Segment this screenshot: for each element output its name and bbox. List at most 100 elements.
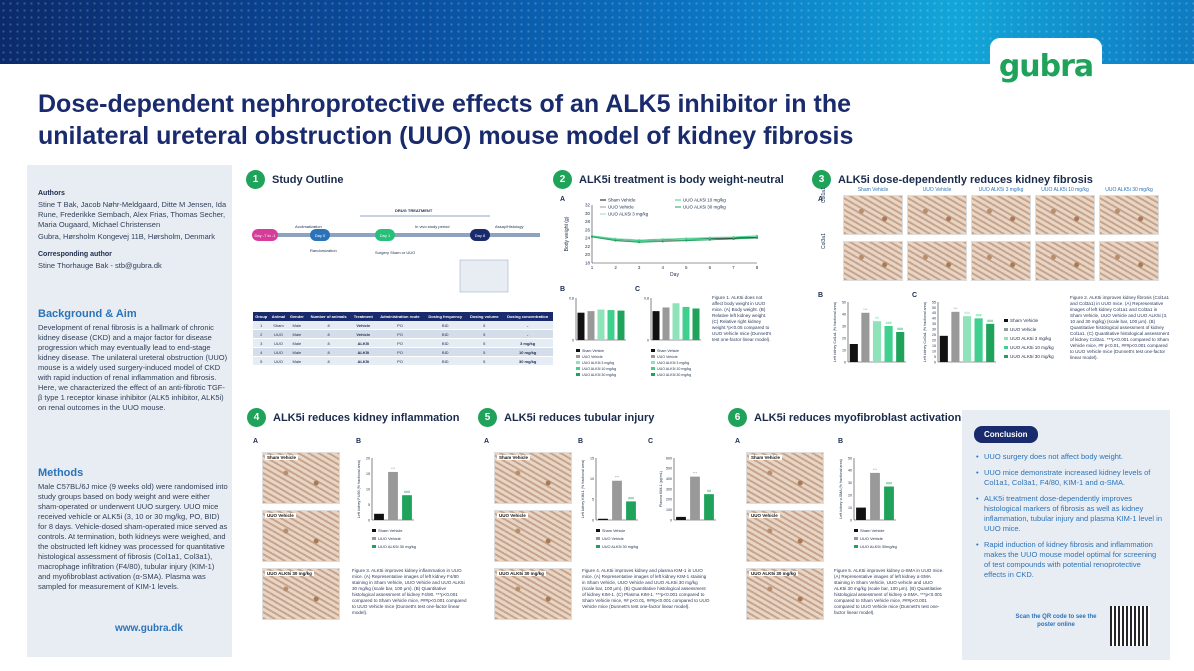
- table-cell: ALK5i: [350, 347, 376, 357]
- y-tick-label: 55: [932, 300, 936, 304]
- y-tick-label: 30: [585, 211, 591, 216]
- y-tick-label: 400: [666, 477, 672, 481]
- x-tick-label: 2: [614, 265, 617, 270]
- significance-label: ##: [707, 489, 711, 493]
- x-axis-label: Day: [670, 272, 679, 278]
- y-tick-label: 0.8: [569, 296, 574, 300]
- legend-entry: Sham Vehicle: [582, 349, 604, 353]
- table-cell: Male: [287, 329, 307, 339]
- table-cell: 5: [466, 329, 503, 339]
- y-tick-label: 10: [848, 506, 852, 510]
- significance-label: ###: [628, 496, 634, 500]
- timeline-acclim: Acclimatization: [295, 224, 322, 229]
- table-cell: PO: [375, 321, 425, 330]
- histology-image: UUO ALK5i 30 mg/kg: [262, 568, 340, 620]
- column-header: Dosing volume: [466, 312, 503, 321]
- bar: [662, 307, 670, 340]
- panel-label: A: [484, 438, 490, 445]
- table-cell: ALK5i: [350, 356, 376, 366]
- y-tick-label: 0: [592, 518, 594, 522]
- column-header: Dosing concentration: [502, 312, 553, 321]
- bar: [939, 335, 948, 362]
- table-cell: 5: [466, 347, 503, 357]
- y-tick-label: 10: [932, 349, 936, 353]
- y-tick-label: 15: [590, 456, 594, 460]
- methods-block: Methods Male C57BL/6J mice (9 weeks old)…: [38, 467, 228, 592]
- legend-swatch: [576, 367, 580, 370]
- x-tick-label: 5: [685, 265, 688, 270]
- bar: [374, 513, 384, 520]
- table-cell: UUO: [269, 356, 288, 366]
- histology-image: Sham Vehicle: [746, 452, 824, 504]
- bar: [849, 344, 858, 362]
- y-tick-label: 100: [666, 508, 672, 512]
- significance-label: ###: [897, 327, 903, 331]
- bar: [626, 501, 636, 520]
- bar: [870, 472, 880, 520]
- bar: [856, 507, 866, 520]
- y-tick-label: 20: [842, 336, 846, 340]
- series-line: [591, 235, 758, 242]
- website-link[interactable]: www.gubra.dk: [115, 623, 183, 634]
- bar: [672, 303, 680, 340]
- x-tick-label: 3: [638, 265, 641, 270]
- y-tick-label: 15: [366, 472, 370, 476]
- legend-entry: Sham Vehicle: [378, 528, 403, 533]
- y-tick-label: 30: [848, 481, 852, 485]
- legend-entry: UUO Vehicle: [608, 205, 634, 210]
- legend-entry: Sham Vehicle: [602, 529, 625, 533]
- histology-image: [971, 195, 1031, 235]
- table-cell: BID: [424, 356, 467, 366]
- data-point: [685, 237, 688, 240]
- table-cell: -: [502, 321, 553, 330]
- figure-5-caption: Figure 5. ALK5i improves kidney α-SMA in…: [834, 568, 944, 615]
- legend-swatch: [1004, 346, 1008, 349]
- y-tick-label: 50: [848, 456, 852, 460]
- data-point: [756, 236, 758, 239]
- list-item: UUO mice demonstrate increased kidney le…: [976, 468, 1164, 488]
- y-tick-label: 0: [934, 360, 936, 364]
- qr-text: Scan the QR code to see the poster onlin…: [1015, 614, 1097, 628]
- table-cell: Male: [287, 321, 307, 330]
- legend-entry: UUO ALK5i 10 mg/kg: [657, 367, 691, 371]
- qr-code[interactable]: [1110, 606, 1150, 646]
- column-header: Gender: [287, 312, 307, 321]
- column-header: Animal: [269, 312, 288, 321]
- table-cell: UUO: [269, 347, 288, 357]
- study-design-table: Group Animal Gender Number of animals Tr…: [253, 312, 553, 366]
- legend-entry: UUO ALK5i 30 mg/kg: [657, 373, 691, 377]
- significance-label: ***: [953, 307, 958, 311]
- legend-entry: UUO ALK5i 3 mg/kg: [657, 361, 689, 365]
- histology-image: [971, 241, 1031, 281]
- panel-label: C: [635, 286, 641, 293]
- panel-label: B: [838, 438, 844, 445]
- table-cell: 5: [253, 356, 270, 366]
- bar: [612, 480, 622, 520]
- conclusion-list: UUO surgery does not affect body weight.…: [976, 452, 1164, 586]
- panel-label: B: [560, 286, 566, 293]
- bar: [896, 332, 905, 362]
- bar: [974, 318, 983, 362]
- legend-swatch: [854, 537, 858, 540]
- image-column-label: UUO ALK5i 30 mg/kg: [1105, 187, 1153, 193]
- y-tick-label: 500: [666, 467, 672, 471]
- y-tick-label: 20: [585, 252, 591, 257]
- timeline-day8: Day 8: [475, 233, 486, 238]
- y-tick-label: 50: [932, 306, 936, 310]
- legend-entry: UUO ALK5i 3 mg/kg: [582, 361, 614, 365]
- y-tick-label: 20: [932, 338, 936, 342]
- table-cell: 5: [466, 338, 503, 348]
- legend-entry: UUO ALK5i 30 mg/kg: [683, 205, 726, 210]
- legend-entry: Sham Vehicle: [1010, 318, 1039, 323]
- histology-image: [907, 195, 967, 235]
- histology-image: [1099, 195, 1159, 235]
- legend-entry: UUO ALK5i 30 mg/kg: [582, 373, 616, 377]
- table-cell: 8: [306, 347, 351, 357]
- legend-swatch: [372, 529, 376, 532]
